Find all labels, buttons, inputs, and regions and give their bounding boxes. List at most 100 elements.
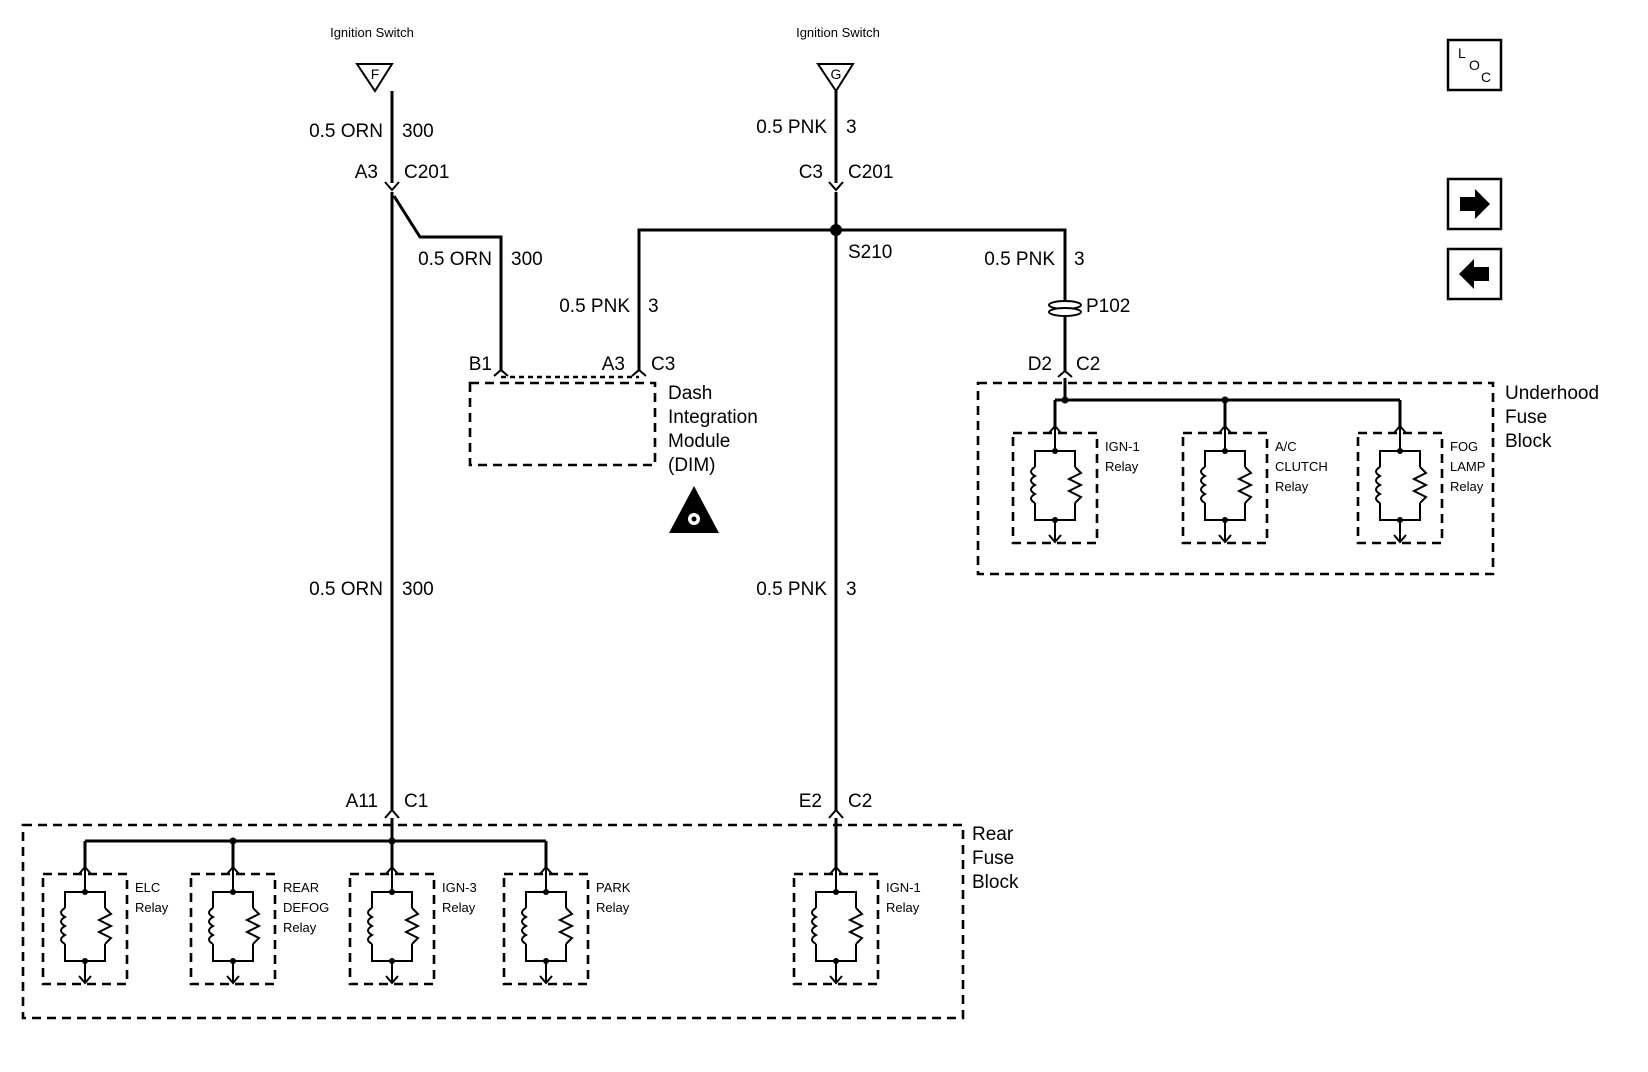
connector-c201-left-pin: A3: [355, 162, 378, 183]
resistor-icon: [244, 907, 262, 945]
terminal-triangle-g: [816, 63, 855, 93]
terminal-triangle-f: [355, 63, 394, 93]
dim-name-line-1: Dash: [668, 383, 712, 404]
rear-relay-5-label-1: IGN-1: [886, 880, 921, 895]
arrow-right-icon[interactable]: [1460, 189, 1490, 219]
terminal-g: G: [831, 66, 842, 82]
wire-label-pnk-top-gauge: 0.5 PNK: [756, 117, 827, 138]
rear-relay-1-label-2: Relay: [135, 900, 169, 915]
dim-a3-pin-symbol: [631, 368, 647, 377]
arrow-left-icon[interactable]: [1459, 259, 1489, 289]
uh-relay-2-label-3: Relay: [1275, 479, 1309, 494]
wire-label-pnk-low-gauge: 0.5 PNK: [756, 579, 827, 600]
loc-button[interactable]: L O C: [1446, 38, 1503, 92]
rear-pin-a11: A11: [346, 791, 378, 812]
loc-letter-o: O: [1469, 57, 1480, 73]
coil-icon: [1375, 466, 1383, 504]
wire-label-pnk-right-gauge: 0.5 PNK: [984, 249, 1055, 270]
uh-relay-2-box: [1181, 431, 1269, 545]
dim-name-line-2: Integration: [668, 407, 758, 428]
resistor-icon: [1066, 466, 1084, 504]
wire-label-pnk-right-circuit: 3: [1074, 249, 1085, 270]
back-button[interactable]: [1446, 247, 1503, 301]
connector-c201-center-id: C201: [848, 162, 893, 183]
wire-label-orn-top-circuit: 300: [402, 121, 434, 142]
wire-label-pnk-dim-gauge: 0.5 PNK: [559, 296, 630, 317]
wire-label-orn-top-gauge: 0.5 ORN: [309, 121, 383, 142]
pnk-circuit: [631, 91, 1082, 819]
rear-relay-3-label-1: IGN-3: [442, 880, 477, 895]
rear-c1-pin-symbol: [384, 808, 400, 819]
uh-relay-3-label-3: Relay: [1450, 479, 1484, 494]
connector-c201-left-id: C201: [404, 162, 449, 183]
ignition-switch-f-label-1: Ignition Switch: [330, 25, 414, 40]
ignition-switch-g-label-1: Ignition Switch: [796, 25, 880, 40]
loc-icon[interactable]: [1446, 38, 1503, 92]
connector-c201-center-pin: C3: [799, 162, 823, 183]
resistor-icon: [847, 907, 865, 945]
forward-button[interactable]: [1446, 177, 1503, 231]
dim-name-line-3: Module: [668, 431, 730, 452]
splice-s210-dot: [830, 224, 842, 236]
coil-icon: [521, 907, 529, 945]
dim-name-line-4: (DIM): [668, 455, 715, 476]
rear-relay-3-label-2: Relay: [442, 900, 476, 915]
resistor-icon: [403, 907, 421, 945]
wire-label-pnk-low-circuit: 3: [846, 579, 857, 600]
coil-icon: [1030, 466, 1038, 504]
uh-relay-1-label-2: Relay: [1105, 459, 1139, 474]
dim-connector-c3: C3: [651, 354, 675, 375]
ignition-switch-f: Ignition Switch F: [330, 25, 414, 93]
uh-relay-3-label-1: FOG: [1450, 439, 1478, 454]
coil-icon: [1200, 466, 1208, 504]
uh-connector-c2: C2: [1076, 354, 1100, 375]
orn-branch-to-dim: [392, 195, 503, 370]
rear-block-label-3: Block: [972, 872, 1019, 893]
rear-relay-1-box: [41, 872, 129, 986]
wire-label-orn-dim-circuit: 300: [511, 249, 543, 270]
rear-pin-e2: E2: [799, 791, 822, 812]
uh-relay-2-label-1: A/C: [1275, 439, 1297, 454]
rear-block-label-1: Rear: [972, 824, 1014, 845]
uh-pin-d2: D2: [1028, 354, 1052, 375]
dim-module: B1 A3 C3 Dash Integration Module (DIM): [468, 354, 758, 533]
resistor-icon: [1236, 466, 1254, 504]
rear-connector-c1: C1: [404, 791, 428, 812]
rear-relay-2-label-2: DEFOG: [283, 900, 329, 915]
rear-relay-2: REAR DEFOG Relay: [189, 865, 329, 986]
rear-relay-4-box: [502, 872, 590, 986]
dim-b1-pin-symbol: [493, 368, 509, 377]
rear-relay-5-label-2: Relay: [886, 900, 920, 915]
esd-warning-icon: [669, 486, 719, 533]
coil-icon: [208, 907, 216, 945]
terminal-f: F: [371, 66, 380, 82]
loc-letter-l: L: [1458, 45, 1466, 61]
rear-connector-c2: C2: [848, 791, 872, 812]
coil-icon: [811, 907, 819, 945]
coil-icon: [367, 907, 375, 945]
uh-relay-2: A/C CLUTCH Relay: [1181, 424, 1328, 545]
uh-block-label-3: Block: [1505, 431, 1552, 452]
orn-circuit: [384, 91, 509, 819]
connector-c201-left-symbol: [384, 181, 400, 192]
rear-fuse-block: A11 C1 E2 C2 Rear Fuse Block: [21, 791, 1019, 1020]
resistor-icon: [96, 907, 114, 945]
rear-relay-3-box: [348, 872, 436, 986]
rear-relay-2-label-3: Relay: [283, 920, 317, 935]
loc-letter-c: C: [1481, 69, 1491, 85]
uh-relay-2-label-2: CLUTCH: [1275, 459, 1328, 474]
uh-relay-3-box: [1356, 431, 1444, 545]
rear-relay-2-label-1: REAR: [283, 880, 319, 895]
wire-label-pnk-dim-circuit: 3: [648, 296, 659, 317]
resistor-icon: [1411, 466, 1429, 504]
splice-s210: S210: [848, 242, 892, 263]
uh-block-label-1: Underhood: [1505, 383, 1599, 404]
uh-block-label-2: Fuse: [1505, 407, 1547, 428]
underhood-fuse-block: D2 C2 Underhood Fuse Block: [976, 354, 1599, 576]
